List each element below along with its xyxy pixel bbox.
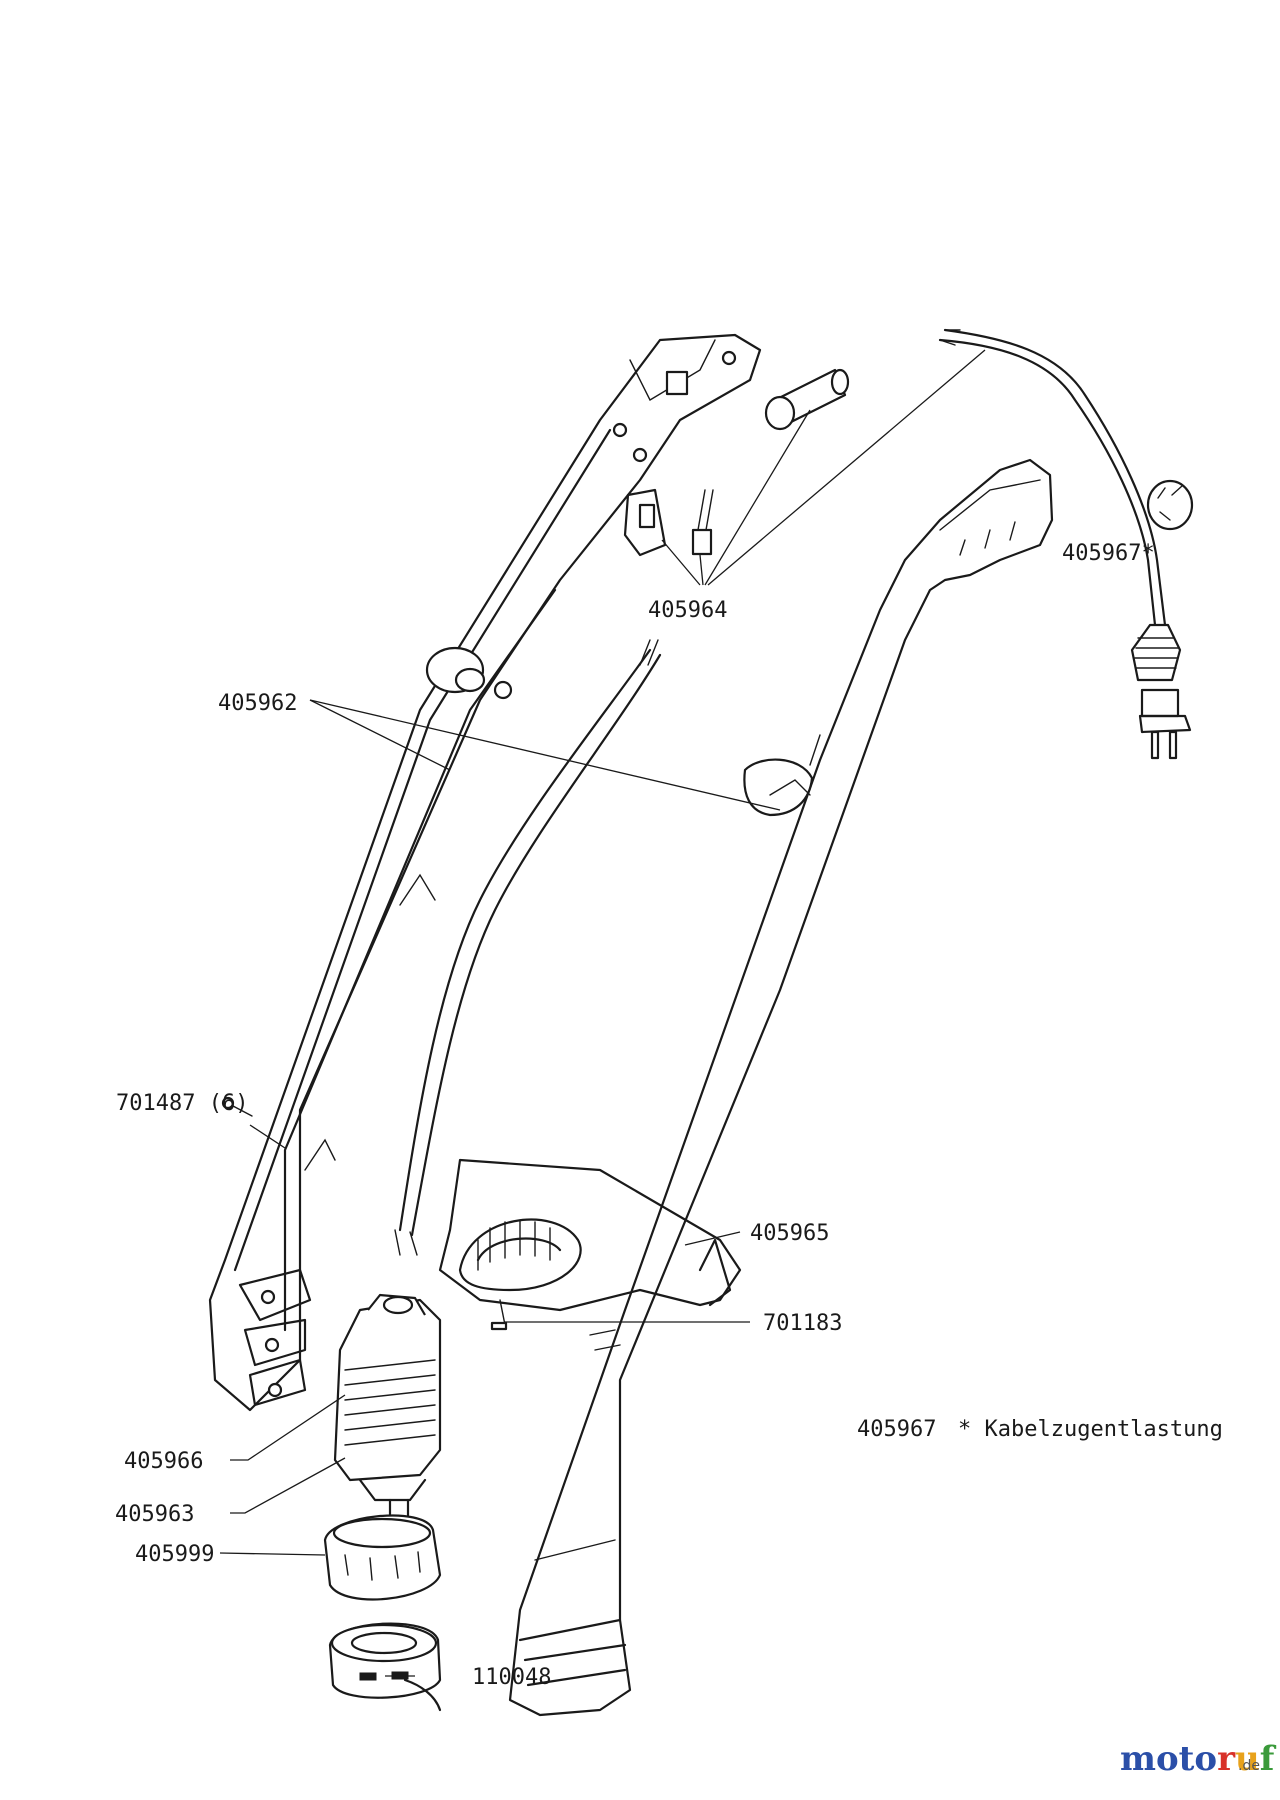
- legend-text: * Kabelzugentlastung: [958, 1417, 1223, 1442]
- part-labels: 405967* 405964 405962 701487 (6) 405965 …: [115, 541, 1155, 1690]
- label-405963: 405963: [115, 1502, 194, 1527]
- label-405965: 405965: [750, 1221, 829, 1246]
- spool: [328, 1622, 442, 1712]
- logo-letter: m: [1120, 1739, 1156, 1779]
- label-405967: 405967*: [1062, 541, 1155, 566]
- motor: [333, 1293, 442, 1517]
- label-405962: 405962: [218, 691, 297, 716]
- internal-cable: [394, 648, 662, 1256]
- legend: 405967 * Kabelzugentlastung: [857, 1417, 1223, 1442]
- screw-701183: [490, 1299, 508, 1331]
- power-cord: [938, 328, 1194, 760]
- label-701487: 701487 (6): [116, 1091, 248, 1116]
- label-405999: 405999: [135, 1542, 214, 1567]
- screw-701487: [221, 1096, 253, 1117]
- logo-suffix: .de: [1238, 1758, 1260, 1774]
- logo-letter: o: [1156, 1739, 1179, 1779]
- label-701183: 701183: [763, 1311, 842, 1336]
- motoruf-logo: motoruf .de: [1120, 1739, 1277, 1779]
- label-405966: 405966: [124, 1449, 203, 1474]
- label-110048: 110048: [472, 1665, 551, 1690]
- logo-letter: o: [1194, 1739, 1217, 1779]
- leader-lines: [219, 349, 986, 1677]
- pin-part: [764, 368, 850, 431]
- logo-letter: r: [1217, 1739, 1236, 1779]
- logo-letter: f: [1260, 1739, 1277, 1779]
- legend-code: 405967: [857, 1417, 936, 1442]
- grass-guard: [438, 1158, 742, 1312]
- logo-letter: t: [1179, 1739, 1195, 1779]
- motor-housing: [323, 1514, 442, 1601]
- logo-letter: u: [1235, 1739, 1260, 1779]
- switch-parts: [623, 488, 714, 666]
- left-housing-shell: [208, 333, 762, 1412]
- right-housing-shell: [508, 458, 1054, 1717]
- label-405964: 405964: [648, 598, 727, 623]
- logo-wordmark: motoruf: [1120, 1739, 1277, 1779]
